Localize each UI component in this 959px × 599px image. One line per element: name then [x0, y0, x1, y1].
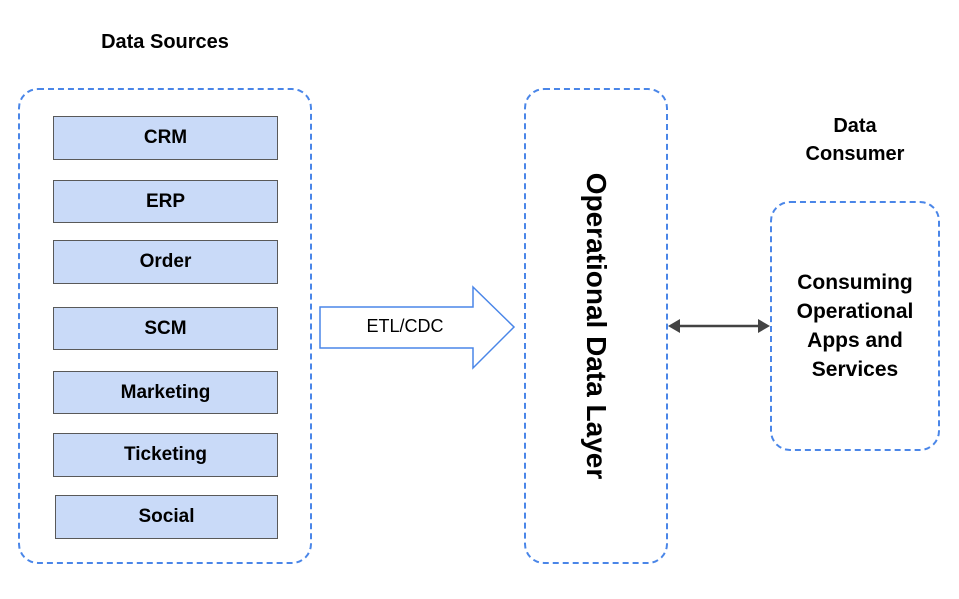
source-marketing: Marketing	[53, 371, 278, 414]
source-erp: ERP	[53, 180, 278, 223]
operational-data-layer-label: Operational Data Layer	[581, 172, 612, 480]
source-order: Order	[53, 240, 278, 284]
bidirectional-arrow	[668, 319, 770, 333]
source-social: Social	[55, 495, 278, 539]
data-consumer-heading: Data Consumer	[805, 115, 905, 165]
source-scm: SCM	[53, 307, 278, 350]
data-sources-heading: Data Sources	[101, 31, 229, 53]
etl-cdc-label: ETL/CDC	[366, 316, 444, 336]
consumer-apps-label: Consuming Operational Apps and Services	[796, 271, 914, 381]
data-sources-group	[18, 88, 312, 564]
source-crm: CRM	[53, 116, 278, 160]
operational-data-layer-box	[524, 88, 668, 564]
source-ticketing: Ticketing	[53, 433, 278, 477]
etl-arrow	[319, 285, 516, 370]
data-consumer-box	[770, 201, 940, 451]
